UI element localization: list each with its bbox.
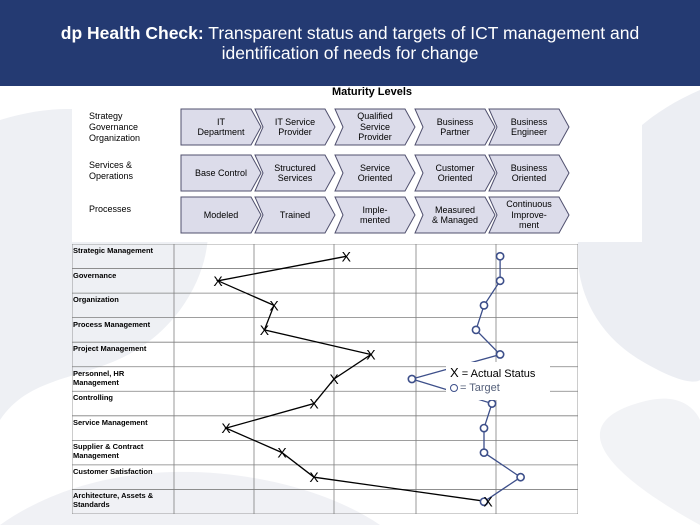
chevron-shape [334, 108, 416, 146]
legend-x-marker: X [450, 365, 459, 380]
maturity-row-label: Strategy Governance Organization [89, 111, 141, 143]
maturity-chevron: Service Oriented [334, 154, 416, 192]
maturity-chevron: Measured & Managed [414, 196, 496, 234]
actual-point: X [342, 248, 352, 264]
actual-point: X [309, 469, 319, 485]
maturity-chevron: Business Engineer [488, 108, 570, 146]
maturity-chevron: Customer Oriented [414, 154, 496, 192]
target-point [479, 300, 489, 310]
maturity-level-label: Business Engineer [510, 116, 548, 138]
chevron-shape [414, 108, 496, 146]
category-label: Project Management [73, 344, 147, 354]
maturity-level-label: Qualified Service Provider [357, 111, 393, 143]
target-point [479, 423, 489, 433]
chevron-shape [180, 108, 262, 146]
maturity-level-label: IT Service Provider [274, 116, 316, 138]
actual-point: X [309, 396, 319, 412]
chevron-shape [180, 154, 262, 192]
maturity-chevron: Structured Services [254, 154, 336, 192]
maturity-chevron: Continuous Improve- ment [488, 196, 570, 234]
maturity-level-label: Service Oriented [357, 162, 393, 184]
target-point [479, 448, 489, 458]
maturity-level-label: Continuous Improve- ment [506, 199, 552, 231]
maturity-level-label: Measured & Managed [431, 204, 479, 226]
legend-target-label: = Target [460, 382, 500, 394]
chevron-shape [334, 154, 416, 192]
chevron-shape [254, 196, 336, 234]
maturity-level-label: Imple- mented [359, 204, 391, 226]
target-point [495, 276, 505, 286]
chevron-shape [488, 154, 570, 192]
category-label: Service Management [73, 417, 148, 427]
maturity-chevron: Imple- mented [334, 196, 416, 234]
chevron-shape [488, 196, 570, 234]
maturity-level-label: Base Control [194, 167, 248, 178]
chevron-shape [488, 108, 570, 146]
maturity-row-label: Processes [89, 204, 132, 214]
target-point [407, 374, 417, 384]
maturity-chevron: Base Control [180, 154, 262, 192]
actual-point: X [329, 371, 339, 387]
category-label: Personnel, HR Management [73, 368, 125, 387]
actual-point: X [260, 322, 270, 338]
legend-actual-label: = Actual Status [461, 368, 536, 380]
maturity-level-label: Modeled [203, 209, 239, 220]
slide-header: dp Health Check: Transparent status and … [0, 0, 700, 86]
target-point [487, 399, 497, 408]
legend-circle-marker [450, 384, 458, 392]
category-label: Governance [73, 270, 117, 280]
chevron-shape [334, 196, 416, 234]
maturity-chevron: Business Oriented [488, 154, 570, 192]
chevron-shape [180, 196, 262, 234]
category-label: Customer Satisfaction [73, 466, 153, 476]
actual-point: X [221, 420, 231, 436]
maturity-level-label: Trained [279, 209, 311, 220]
category-label: Architecture, Assets & Standards [73, 491, 154, 510]
maturity-chevron: Modeled [180, 196, 262, 234]
header-brand: dp Health Check: [60, 23, 204, 43]
maturity-chevron: Trained [254, 196, 336, 234]
target-point [479, 497, 489, 507]
target-point [495, 350, 505, 359]
category-label: Strategic Management [73, 246, 154, 255]
maturity-levels-panel: Maturity Levels Strategy Governance Orga… [72, 86, 642, 242]
maturity-levels-title: Maturity Levels [331, 86, 413, 98]
chevron-shape [414, 154, 496, 192]
maturity-level-label: Business Partner [436, 116, 474, 138]
maturity-chevron: IT Department [180, 108, 262, 146]
category-label: Controlling [73, 393, 113, 403]
legend-target: = Target [450, 382, 500, 394]
actual-point: X [483, 494, 493, 510]
category-label: Supplier & Contract Management [73, 442, 144, 461]
header-title-line-1: dp Health Check: Transparent status and … [0, 23, 700, 44]
chevron-shape [254, 154, 336, 192]
maturity-level-label: Business Oriented [510, 162, 548, 184]
actual-point: X [213, 273, 223, 289]
header-title-line-2: identification of needs for change [221, 43, 479, 63]
chevron-shape [254, 108, 336, 146]
actual-point: X [269, 297, 279, 313]
maturity-level-label: IT Department [197, 116, 245, 138]
target-point [495, 251, 505, 261]
maturity-chevron: Qualified Service Provider [334, 108, 416, 146]
target-point [471, 325, 481, 335]
chevron-shape [414, 196, 496, 234]
maturity-row-label: Services & Operations [89, 160, 134, 181]
chart-legend: X = Actual Status = Target [446, 362, 550, 400]
actual-point: X [366, 346, 376, 362]
target-point [516, 472, 525, 482]
category-label: Process Management [73, 319, 151, 329]
maturity-level-label: Customer Oriented [435, 162, 475, 184]
maturity-level-label: Structured Services [274, 162, 316, 184]
legend-actual-status: X = Actual Status [450, 365, 535, 380]
maturity-chevron: Business Partner [414, 108, 496, 146]
maturity-chevron: IT Service Provider [254, 108, 336, 146]
actual-series-line [215, 255, 489, 503]
header-title-text: Transparent status and targets of ICT ma… [203, 23, 640, 43]
actual-point: X [277, 445, 287, 461]
category-label: Organization [73, 295, 119, 305]
